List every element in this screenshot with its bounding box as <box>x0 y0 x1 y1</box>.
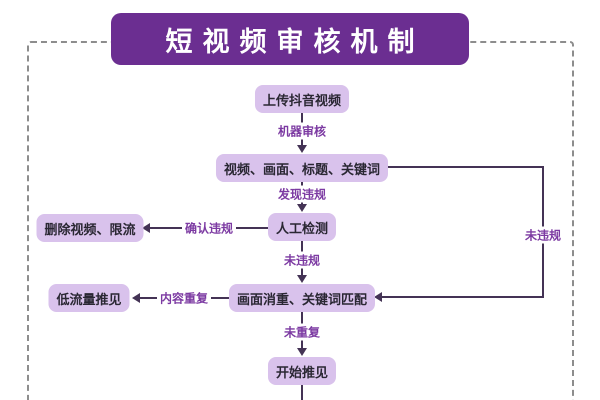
edge-label-machine-review: 机器审核 <box>274 122 330 140</box>
node-upload-video: 上传抖音视频 <box>254 85 350 113</box>
connector-bypass-bottom <box>382 296 544 298</box>
node-manual-check: 人工检测 <box>267 213 337 241</box>
arrow-left-icon <box>142 223 150 233</box>
title-banner: 短视频审核机制 <box>111 13 469 65</box>
arrow-left-icon <box>374 292 382 302</box>
arrow-down-icon <box>297 204 307 212</box>
node-start-recommend: 开始推见 <box>267 357 337 385</box>
arrow-down-icon <box>297 275 307 283</box>
arrow-down-icon <box>297 348 307 356</box>
edge-label-violation-found: 发现违规 <box>274 185 330 203</box>
edge-label-no-violation-side: 未违规 <box>521 226 565 244</box>
node-keywords-check: 视频、画面、标题、关键词 <box>215 154 389 182</box>
connector-bypass-top <box>380 166 544 168</box>
node-low-traffic: 低流量推见 <box>48 284 130 312</box>
node-dedup-match: 画面消重、关键词匹配 <box>228 284 376 312</box>
node-delete-limit: 删除视频、限流 <box>36 214 144 242</box>
edge-label-violation-confirmed: 确认违规 <box>181 219 237 237</box>
connector-start-bottom <box>301 385 303 400</box>
arrow-left-icon <box>132 293 140 303</box>
page-title: 短视频审核机制 <box>165 26 425 57</box>
edge-label-content-duplicate: 内容重复 <box>156 289 212 307</box>
arrow-down-icon <box>297 145 307 153</box>
edge-label-not-duplicate: 未重复 <box>280 323 324 341</box>
edge-label-no-violation: 未违规 <box>280 251 324 269</box>
